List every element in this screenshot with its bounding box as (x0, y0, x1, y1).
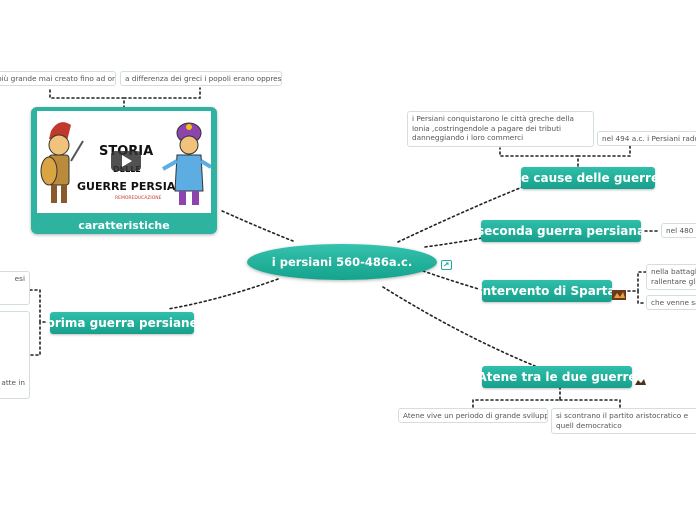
link-central-cause (397, 185, 526, 243)
topic-sparta[interactable]: intervento di Sparta (478, 280, 616, 302)
caratteristiche-card[interactable]: STORIA DELLE GUERRE PERSIANE REMOREDUCAZ… (31, 107, 217, 234)
topic-atene[interactable]: Atene tra le due guerre (477, 366, 637, 388)
link-central-prima (167, 278, 279, 310)
link-card-topnotes (49, 87, 201, 109)
video-thumbnail[interactable]: STORIA DELLE GUERRE PERSIANE REMOREDUCAZ… (37, 111, 211, 213)
thumb-title-3: GUERRE PERSIANE (77, 180, 192, 193)
link-prima-notes (29, 289, 51, 356)
note-prima-1[interactable]: esi (0, 271, 30, 305)
central-topic[interactable]: i persiani 560-486a.c. (247, 244, 437, 280)
link-central-card (219, 209, 294, 242)
link-icon[interactable] (441, 255, 452, 270)
topic-seconda[interactable]: seconda guerra persiana (477, 220, 645, 242)
note-top-left-1[interactable]: più grande mai creato fino ad ora (0, 71, 116, 86)
card-label: caratteristiche (78, 219, 170, 232)
persian-figure (162, 122, 211, 205)
note-seconda-1[interactable]: nel 480 il (661, 223, 696, 238)
note-atene-1[interactable]: Atene vive un periodo di grande sviluppo (398, 408, 548, 423)
atene-image-icon (634, 371, 647, 386)
topic-prima[interactable]: prima guerra persiane (46, 312, 198, 334)
note-cause-2[interactable]: nel 494 a.c. i Persiani radon (597, 131, 696, 146)
note-cause-1[interactable]: i Persiani conquistarono le città greche… (407, 111, 594, 147)
note-sparta-1[interactable]: nella battagli rallentare gli (646, 264, 696, 290)
link-sparta-notes (627, 271, 647, 304)
note-atene-2[interactable]: si scontrano il partito aristocratico e … (551, 408, 696, 434)
link-central-seconda (424, 237, 483, 248)
note-sparta-2[interactable]: che venne sa (646, 295, 696, 310)
link-cause-notes (499, 145, 631, 167)
thumbnail-illustration: STORIA DELLE GUERRE PERSIANE REMOREDUCAZ… (40, 122, 211, 205)
topic-cause[interactable]: le cause delle guerre (517, 167, 659, 189)
video-play-icon[interactable] (111, 151, 141, 171)
note-top-left-2[interactable]: a differenza dei greci i popoli erano op… (120, 71, 282, 86)
spartan-figure (40, 122, 84, 203)
link-central-sparta (422, 270, 483, 291)
note-prima-2[interactable]: atte in (0, 311, 30, 399)
link-atene-notes (472, 386, 621, 411)
sparta-image-icon (612, 285, 626, 300)
link-central-atene (382, 286, 536, 367)
thumb-subtitle: REMOREDUCAZIONE (115, 195, 162, 201)
